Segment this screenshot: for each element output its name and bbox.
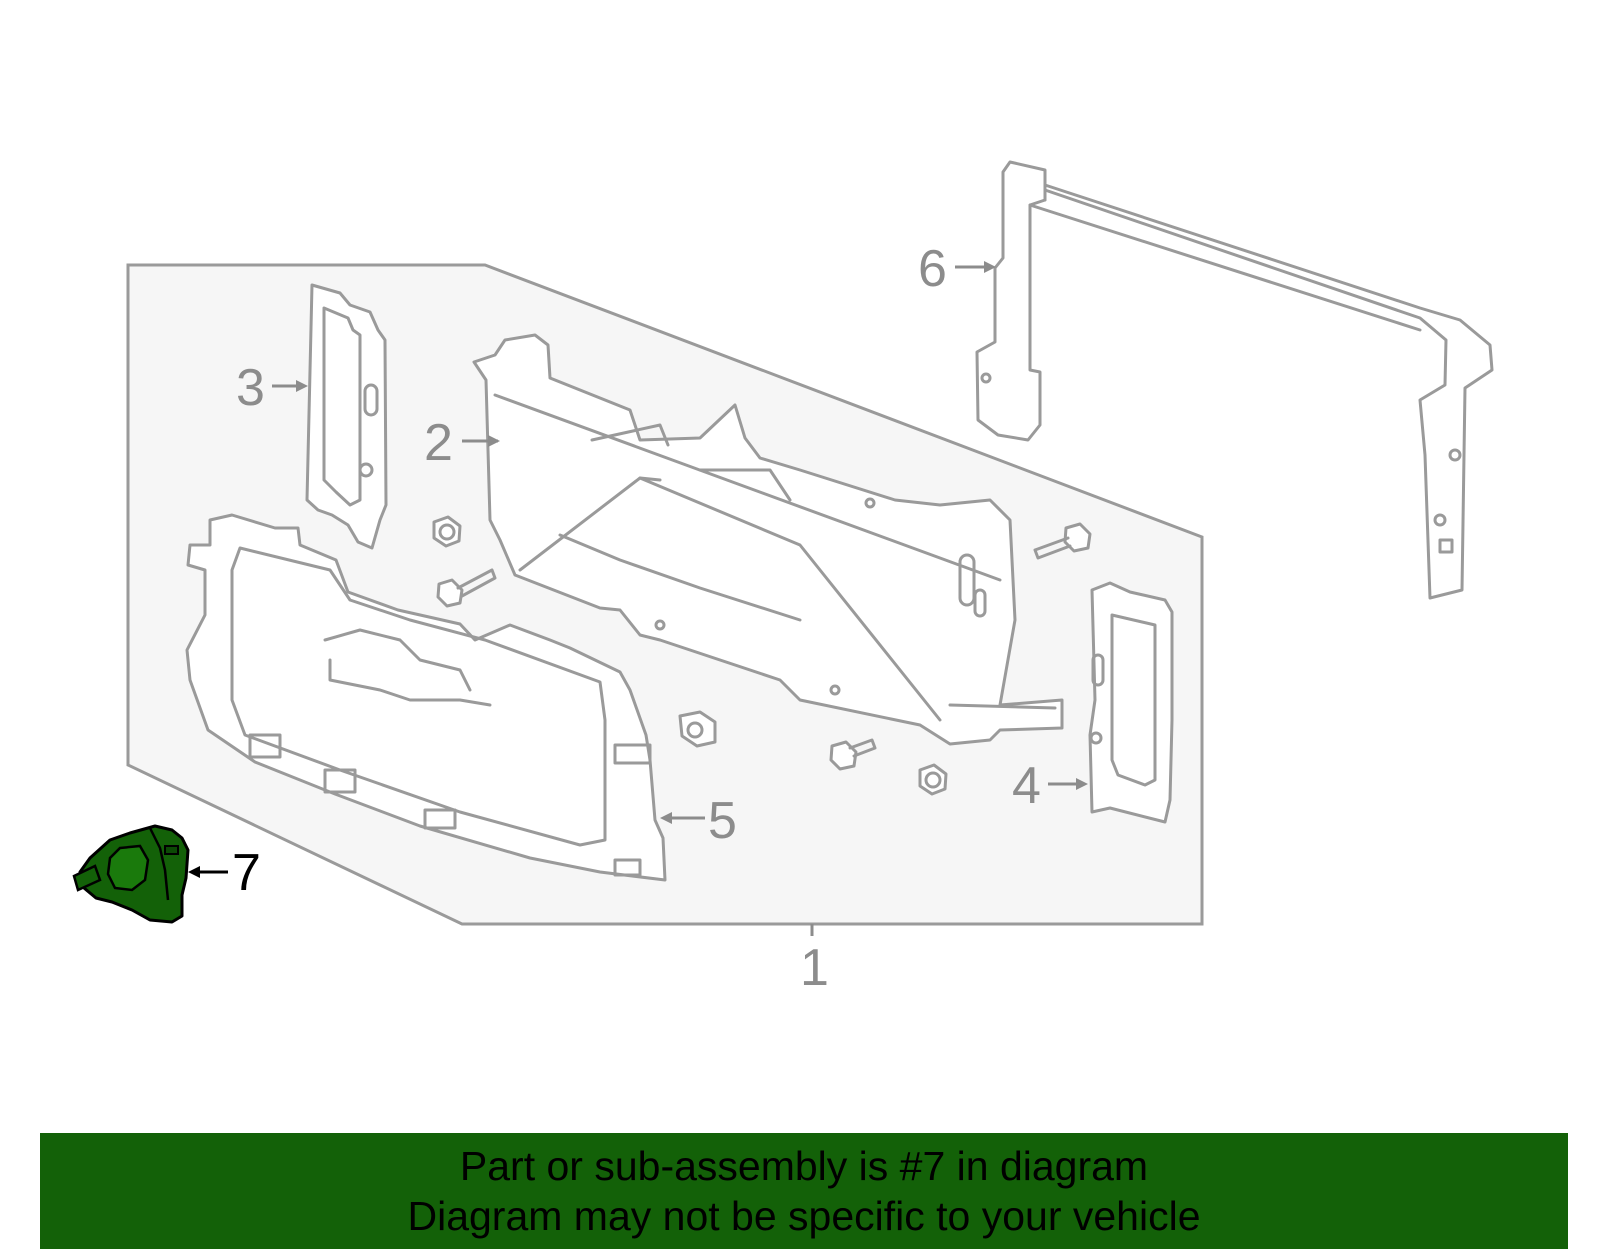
leader-2 <box>462 435 500 447</box>
fastener-bolt-2[interactable] <box>1033 522 1092 560</box>
leader-4 <box>1048 778 1088 790</box>
callout-3: 3 <box>236 359 265 417</box>
fastener-clip-1[interactable] <box>678 710 717 748</box>
callout-6: 6 <box>918 240 947 298</box>
part-7-highlighted-component[interactable] <box>72 824 190 924</box>
fastener-bolt-1[interactable] <box>436 568 497 608</box>
leader-6 <box>955 261 996 273</box>
part-3-left-air-deflector[interactable] <box>305 283 388 550</box>
part-2-radiator-support[interactable] <box>472 333 1064 746</box>
banner-line-2: Diagram may not be specific to your vehi… <box>407 1193 1201 1239</box>
banner-line-1: Part or sub-assembly is #7 in diagram <box>459 1143 1149 1189</box>
fastener-nut-2[interactable] <box>918 763 948 796</box>
leader-3 <box>272 380 308 392</box>
notice-banner: Part or sub-assembly is #7 in diagram Di… <box>40 1133 1568 1249</box>
callout-5: 5 <box>708 792 737 850</box>
part-4-right-air-deflector[interactable] <box>1088 581 1174 824</box>
leader-5 <box>660 812 705 824</box>
callout-2: 2 <box>424 414 453 472</box>
callout-1: 1 <box>800 939 829 997</box>
part-6-upper-tie-bar[interactable] <box>975 160 1494 600</box>
callout-4: 4 <box>1012 757 1041 815</box>
callout-7: 7 <box>232 844 261 902</box>
fastener-bolt-3[interactable] <box>829 738 877 771</box>
part-5-lower-frame[interactable] <box>185 513 667 882</box>
leader-7 <box>188 866 228 878</box>
fastener-nut-1[interactable] <box>432 515 462 548</box>
